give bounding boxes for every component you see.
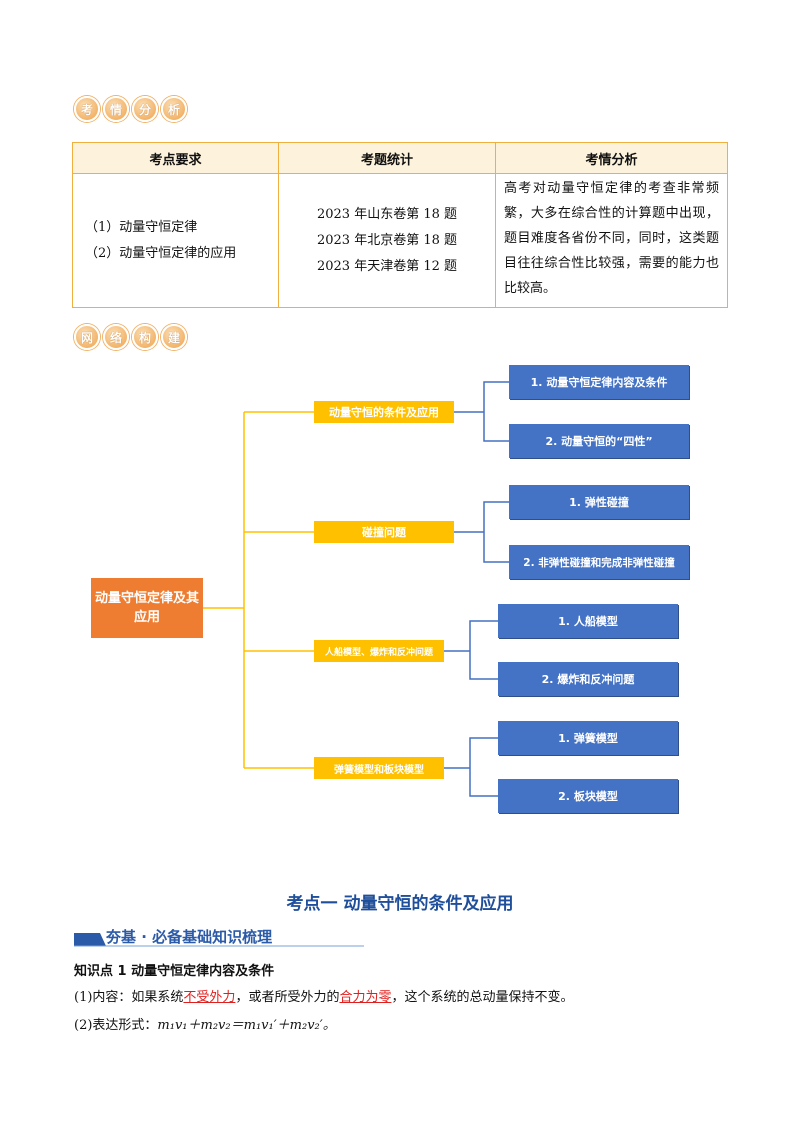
leaf-boat-model: 1. 人船模型 <box>498 604 678 638</box>
highlight-no-external-force: 不受外力 <box>183 990 236 1005</box>
leaf-explosion-recoil: 2. 爆炸和反冲问题 <box>498 662 678 696</box>
leaf-spring-model: 1. 弹簧模型 <box>498 721 678 755</box>
badge-char: 络 <box>103 324 129 350</box>
analysis-cell: 高考对动量守恒定律的考查非常频繁，大多在综合性的计算题中出现，题目难度各省份不同… <box>495 173 728 308</box>
stats-cell: 2023 年山东卷第 18 题 2023 年北京卷第 18 题 2023 年天津… <box>278 173 496 308</box>
branch-spring-board: 弹簧模型和板块模型 <box>314 757 444 779</box>
exam-analysis-badge: 考 情 分 析 <box>74 96 187 122</box>
badge-char: 构 <box>132 324 158 350</box>
leaf-inelastic-collision: 2. 非弹性碰撞和完成非弹性碰撞 <box>509 545 689 579</box>
badge-char: 建 <box>161 324 187 350</box>
para-text: (2)表达形式： <box>74 1018 158 1033</box>
banner-title: 夯基 · 必备基础知识梳理 <box>106 928 273 946</box>
branch-boat-explosion: 人船模型、爆炸和反冲问题 <box>314 640 444 662</box>
para-text: ，或者所受外力的 <box>235 990 340 1005</box>
requirement-item: （1）动量守恒定律 <box>85 219 198 235</box>
stat-item: 2023 年山东卷第 18 题 <box>316 206 458 222</box>
badge-char: 析 <box>161 96 187 122</box>
table-header-row: 考点要求 考题统计 考情分析 <box>72 142 728 174</box>
para-text: ，这个系统的总动量保持不变。 <box>391 990 574 1005</box>
formula: m₁v₁＋m₂v₂＝m₁v₁′＋m₂v₂′。 <box>157 1018 336 1033</box>
requirements-cell: （1）动量守恒定律 （2）动量守恒定律的应用 <box>72 173 279 308</box>
banner-graphic <box>74 933 364 947</box>
exam-analysis-table: 考点要求 考题统计 考情分析 （1）动量守恒定律 （2）动量守恒定律的应用 20… <box>72 142 728 308</box>
leaf-conservation-content: 1. 动量守恒定律内容及条件 <box>509 365 689 399</box>
highlight-net-force-zero: 合力为零 <box>339 990 392 1005</box>
leaf-elastic-collision: 1. 弹性碰撞 <box>509 485 689 519</box>
header-requirements: 考点要求 <box>72 142 279 174</box>
network-badge: 网 络 构 建 <box>74 324 187 350</box>
stat-item: 2023 年天津卷第 12 题 <box>316 258 458 274</box>
para-text: (1)内容：如果系统 <box>74 990 184 1005</box>
knowledge-point-heading: 知识点 1 动量守恒定律内容及条件 <box>74 964 275 979</box>
badge-char: 情 <box>103 96 129 122</box>
badge-char: 考 <box>74 96 100 122</box>
branch-collision: 碰撞问题 <box>314 521 454 543</box>
badge-char: 分 <box>132 96 158 122</box>
table-row: （1）动量守恒定律 （2）动量守恒定律的应用 2023 年山东卷第 18 题 2… <box>72 173 728 308</box>
stat-item: 2023 年北京卷第 18 题 <box>316 232 458 248</box>
header-analysis: 考情分析 <box>495 142 728 174</box>
mindmap-connectors <box>203 381 509 797</box>
section-title: 考点一 动量守恒的条件及应用 <box>286 894 514 914</box>
leaf-board-model: 2. 板块模型 <box>498 779 678 813</box>
branch-conditions: 动量守恒的条件及应用 <box>314 401 454 423</box>
leaf-four-properties: 2. 动量守恒的“四性” <box>509 424 689 458</box>
content-paragraph: (1)内容：如果系统不受外力，或者所受外力的合力为零，这个系统的总动量保持不变。 <box>74 986 573 1005</box>
mindmap-root: 动量守恒定律及其应用 <box>91 578 203 638</box>
header-stats: 考题统计 <box>278 142 496 174</box>
requirement-item: （2）动量守恒定律的应用 <box>85 245 237 261</box>
expression-paragraph: (2)表达形式：m₁v₁＋m₂v₂＝m₁v₁′＋m₂v₂′。 <box>74 1014 336 1033</box>
badge-char: 网 <box>74 324 100 350</box>
